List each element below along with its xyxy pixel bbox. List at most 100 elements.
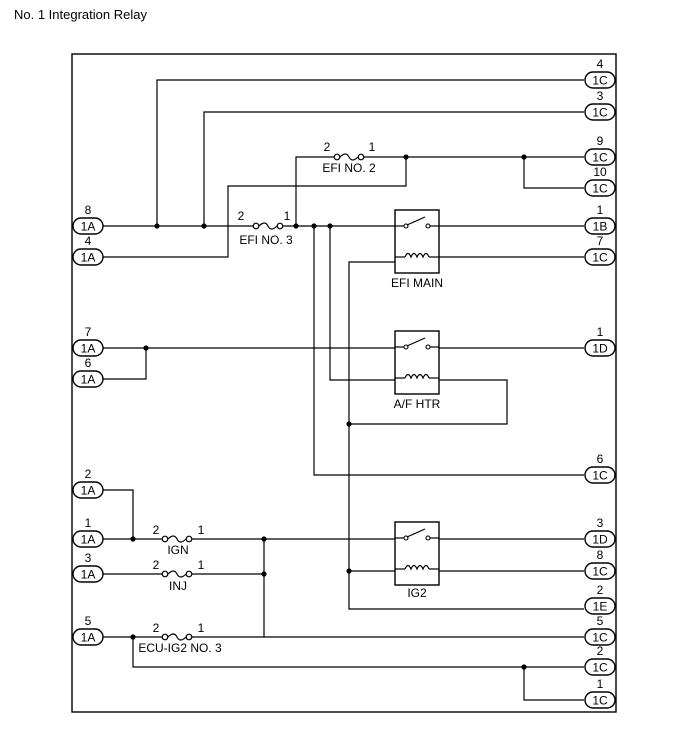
fuse-label: IGN (167, 543, 188, 557)
pin-number: 1 (597, 203, 604, 217)
terminal-right: 1C6 (584, 452, 616, 484)
terminal-connector (584, 339, 616, 357)
fuse-pin-label: 1 (198, 523, 205, 537)
terminal-left: 1A5 (72, 614, 104, 646)
connector-label: 1C (592, 661, 608, 675)
terminal-right: 1D3 (584, 516, 616, 548)
terminal-connector (584, 562, 616, 580)
relay-block-outline (71, 53, 617, 713)
connector-label: 1D (592, 533, 608, 547)
junction-dot (521, 664, 527, 670)
terminal-connector (584, 466, 616, 484)
fuse-element (167, 633, 187, 641)
terminal-right: 1C8 (584, 548, 616, 580)
relay-coil (404, 252, 430, 259)
fuse-pin-label: 1 (284, 209, 291, 223)
relay: A/F HTR (394, 330, 441, 411)
junction-dot (130, 634, 136, 640)
connector-label: 1C (592, 565, 608, 579)
connector-label: 1A (81, 533, 96, 547)
relay: EFI MAIN (391, 209, 443, 290)
junction-dot (403, 154, 409, 160)
fuse-element (258, 222, 278, 230)
pin-number: 2 (85, 467, 92, 481)
terminal-right: 1C3 (584, 89, 616, 121)
fuse-pin-label: 2 (153, 523, 160, 537)
connector-label: 1A (81, 631, 96, 645)
junction-dot (293, 223, 299, 229)
terminal-left: 1A3 (72, 551, 104, 583)
terminal-connector (584, 179, 616, 197)
pin-number: 5 (85, 614, 92, 628)
fuse-element (339, 153, 359, 161)
fuse-pin-label: 1 (369, 140, 376, 154)
relay-coil (404, 564, 430, 571)
connector-label: 1C (592, 74, 608, 88)
terminal-connector (584, 148, 616, 166)
junction-dot (154, 223, 160, 229)
pin-number: 10 (593, 165, 607, 179)
connector-label: 1C (592, 469, 608, 483)
terminal-right: 1C2 (584, 644, 616, 676)
pin-number: 8 (85, 203, 92, 217)
terminal-connector (72, 530, 104, 548)
junction-dot (261, 571, 267, 577)
junction-dot (201, 223, 207, 229)
terminal-connector (584, 628, 616, 646)
terminal-left: 1A7 (72, 325, 104, 357)
pin-number: 6 (597, 452, 604, 466)
terminals: 1A81A41A71A61A21A11A31A51C41C31C91C101B1… (72, 57, 616, 709)
pin-number: 6 (85, 356, 92, 370)
terminal-left: 1A8 (72, 203, 104, 235)
terminal-connector (72, 248, 104, 266)
pin-number: 4 (85, 234, 92, 248)
connector-label: 1A (81, 251, 96, 265)
junction-dot (261, 536, 267, 542)
terminal-right: 1B1 (584, 203, 616, 235)
relay-label: A/F HTR (394, 397, 441, 411)
terminal-connector (584, 658, 616, 676)
pin-number: 1 (597, 325, 604, 339)
junction-dot (327, 223, 333, 229)
pin-number: 8 (597, 548, 604, 562)
junction-dot (311, 223, 317, 229)
connector-label: 1A (81, 342, 96, 356)
junction-dot (521, 154, 527, 160)
terminal-connector (584, 691, 616, 709)
connector-label: 1A (81, 373, 96, 387)
pin-number: 2 (597, 644, 604, 658)
terminal-left: 1A6 (72, 356, 104, 388)
terminal-connector (584, 71, 616, 89)
diagram-title: No. 1 Integration Relay (14, 7, 147, 22)
connector-label: 1C (592, 151, 608, 165)
junction-dot (143, 345, 149, 351)
pin-number: 1 (85, 516, 92, 530)
connector-label: 1C (592, 182, 608, 196)
relay-box (394, 330, 440, 395)
fuse-pin-label: 2 (238, 209, 245, 223)
pin-number: 3 (597, 516, 604, 530)
relay-coil (404, 373, 430, 380)
connector-label: 1D (592, 342, 608, 356)
terminal-right: 1E2 (584, 583, 616, 615)
fuse-pin-label: 1 (198, 621, 205, 635)
connector-label: 1A (81, 220, 96, 234)
relay-label: EFI MAIN (391, 276, 443, 290)
terminal-right: 1C5 (584, 614, 616, 646)
terminal-left: 1A4 (72, 234, 104, 266)
fuse-label: ECU-IG2 NO. 3 (138, 641, 222, 655)
terminal-connector (72, 370, 104, 388)
fuse-pin-label: 2 (153, 621, 160, 635)
terminal-right: 1D1 (584, 325, 616, 357)
fuse-pin-label: 2 (324, 140, 331, 154)
connector-label: 1C (592, 106, 608, 120)
terminal-connector (72, 628, 104, 646)
fuse-label: INJ (169, 579, 187, 593)
terminal-connector (72, 217, 104, 235)
